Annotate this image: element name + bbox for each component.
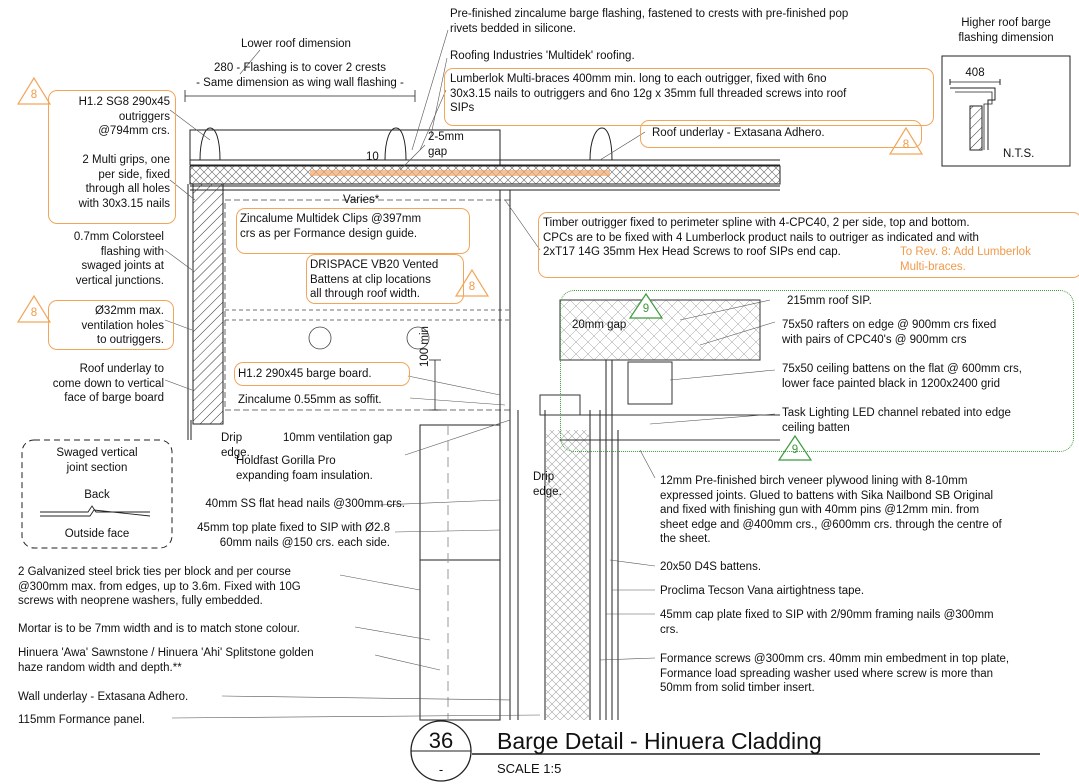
label-flashing-cover: 280 - Flashing is to cover 2 crests - Sa… [196,62,404,89]
label-rev8-note: To Rev. 8: Add Lumberlok Multi-braces. [900,246,1031,273]
label-wall-underlay: Wall underlay - Extasana Adhero. [18,691,189,703]
rev-tag-green: 9 [791,444,799,456]
label-drip-2: Drip edge. [533,471,562,498]
roof-sip [559,299,761,361]
rev-tag: 8 [30,89,38,101]
label-drip-1: Drip edge. [221,432,250,459]
label-tecson: Proclima Tecson Vana airtightness tape. [660,585,865,597]
revision-cloud-vent-holes [48,300,174,350]
barge-board [192,183,224,425]
green-revision-triangles [628,292,813,461]
inset-nts: N.T.S. [1003,148,1035,160]
label-drispace: DRISPACE VB20 Vented Battens at clip loc… [310,259,439,300]
revision-cloud-outriggers [48,90,176,224]
label-cap-plate: 45mm cap plate fixed to SIP with 2/90mm … [660,609,994,636]
label-multidek: Roofing Industries 'Multidek' roofing. [450,50,635,62]
revision-cloud-barge-board [234,362,410,386]
label-barge-flashing: Pre-finished zincalume barge flashing, f… [450,8,849,35]
label-led-channel: Task Lighting LED channel rebated into e… [782,407,1011,434]
rev-tag: 8 [468,281,476,293]
label-brick-ties: 2 Galvanized steel brick ties per block … [18,566,301,607]
swaged-back: Back [84,489,110,501]
detail-number: 36 [428,728,454,753]
label-vent-holes: Ø32mm max. ventilation holes to outrigge… [81,305,164,346]
label-multigrips: 2 Multi grips, one per side, fixed throu… [78,154,170,210]
label-colorsteel: 0.7mm Colorsteel flashing with swaged jo… [73,231,164,287]
label-roof-underlay: Roof underlay - Extasana Adhero. [652,127,825,139]
label-timber-outrigger: Timber outrigger fixed to perimeter spli… [543,217,979,258]
label-roof-sip: 215mm roof SIP. [787,295,872,307]
label-soffit: Zincalume 0.55mm as soffit. [238,394,382,406]
label-dim-10: 10 [366,151,379,163]
label-underlay-down: Roof underlay to come down to vertical f… [52,363,164,404]
drawing-title: Barge Detail - Hinuera Cladding [497,728,822,754]
roofing-profile [189,127,780,166]
swaged-title: Swaged vertical joint section [56,447,138,474]
label-plywood: 12mm Pre-finished birch veneer plywood l… [660,475,1002,545]
rev-tag: 8 [902,139,910,151]
formance-panel-hatch [546,430,589,720]
revision-cloud-multibraces [444,68,934,126]
label-gap-20: 20mm gap [572,319,627,331]
label-multibraces: Lumberlok Multi-braces 400mm min. long t… [450,73,847,114]
swaged-outside: Outside face [64,528,130,540]
label-ss-nails: 40mm SS flat head nails @300mm crs. [205,498,405,510]
label-mortar: Mortar is to be 7mm width and is to matc… [18,623,300,635]
label-gap-2-5: 2-5mm gap [428,131,464,158]
rev-tag-green: 9 [642,303,650,315]
rev-tag: 8 [30,307,38,319]
label-multidek-clips: Zincalume Multidek Clips @397mm crs as p… [240,213,422,240]
revision-cloud-timber-outrigger [538,212,1079,278]
flashing-highlight [310,170,610,176]
label-formance-panel: 115mm Formance panel. [18,714,145,726]
inset-dimension: 408 [965,67,985,79]
detail-sheet: - [438,762,444,777]
label-d4s: 20x50 D4S battens. [660,561,762,573]
inset-detail [941,55,1071,167]
label-vent-gap: 10mm ventilation gap [283,432,393,444]
label-rafters: 75x50 rafters on edge @ 900mm crs fixed … [782,319,997,346]
label-gorilla: Holdfast Gorilla Pro expanding foam insu… [236,455,373,482]
revision-cloud-drispace [306,254,464,304]
label-lower-roof-dim: Lower roof dimension [241,38,351,50]
label-barge-board: H1.2 290x45 barge board. [238,368,372,380]
label-outriggers: H1.2 SG8 290x45 outriggers @794mm crs. [78,96,170,137]
ceiling-batten [627,361,673,405]
green-cloud-ceiling [560,290,1074,452]
label-dim-100: 100 min [419,326,431,367]
label-hinuera: Hinuera 'Awa' Sawnstone / Hinuera 'Ahi' … [18,647,314,674]
drawing-scale: SCALE 1:5 [497,761,562,776]
label-formance-screws: Formance screws @300mm crs. 40mm min emb… [660,653,1010,694]
inset-title: Higher roof barge flashing dimension [958,17,1054,44]
label-varies: Varies* [343,194,380,206]
swaged-joint-section [21,439,173,549]
revision-cloud-clips [236,208,470,254]
revision-cloud-underlay [640,120,922,148]
label-top-plate: 45mm top plate fixed to SIP with Ø2.8 60… [197,522,390,549]
title-block [410,720,1040,782]
label-ceiling-battens: 75x50 ceiling battens on the flat @ 600m… [782,363,1022,390]
